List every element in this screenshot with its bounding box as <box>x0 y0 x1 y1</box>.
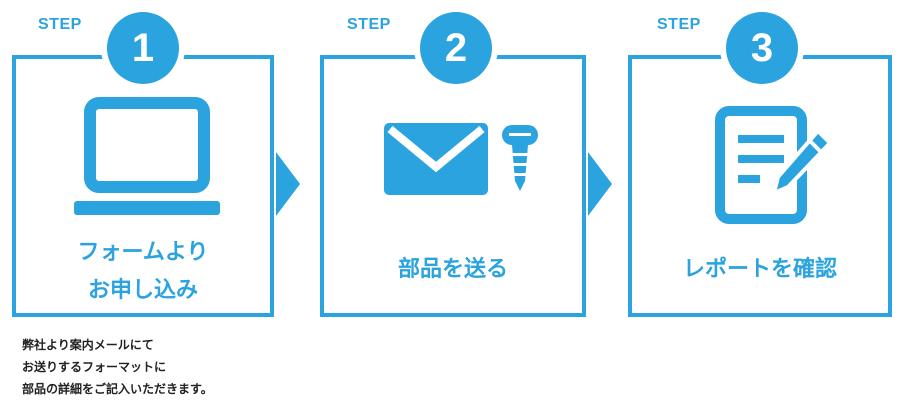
step-2-number-badge: 2 <box>420 12 492 84</box>
step-arrow-2 <box>588 152 612 216</box>
step-1-label: STEP <box>38 16 82 33</box>
envelope-icon <box>384 123 538 195</box>
step-1-caption-line-1: フォームより <box>77 240 209 265</box>
step-1-box: フォームより お申し込み <box>12 55 274 317</box>
step-2-box: 部品を送る <box>320 55 586 317</box>
step-3-label: STEP <box>657 16 701 33</box>
note-line-2: お送りするフォーマットに <box>22 360 167 374</box>
step-2-label: STEP <box>347 16 391 33</box>
step-1-caption: フォームより お申し込み <box>16 234 270 310</box>
screw-icon <box>502 125 538 191</box>
instruction-note: 弊社より案内メールにて お送りするフォーマットに 部品の詳細をご記入いただきます… <box>22 334 213 400</box>
step-3-number-badge: 3 <box>726 12 798 84</box>
step-1-caption-line-2: お申し込み <box>87 278 198 303</box>
note-line-1: 弊社より案内メールにて <box>22 338 154 352</box>
laptop-icon <box>74 97 220 215</box>
report-icon <box>715 106 833 224</box>
step-3-caption-line-1: レポートを確認 <box>682 257 837 282</box>
note-line-3: 部品の詳細をご記入いただきます。 <box>22 382 213 396</box>
step-1-number-badge: 1 <box>107 12 179 84</box>
pencil-icon <box>771 128 833 197</box>
step-3-caption: レポートを確認 <box>632 251 888 289</box>
step-2-caption: 部品を送る <box>324 251 582 289</box>
step-3-box: レポートを確認 <box>628 55 892 317</box>
step-2-caption-line-1: 部品を送る <box>397 257 508 282</box>
step-arrow-1 <box>276 152 300 216</box>
